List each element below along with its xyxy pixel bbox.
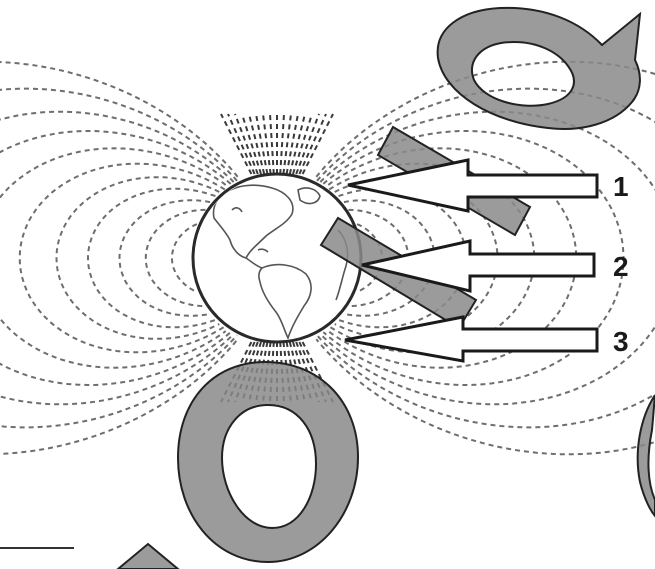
field-line [316, 339, 655, 454]
watermark-ring-top-right [438, 8, 640, 129]
watermark-wedge-bottom [118, 544, 178, 569]
field-line [270, 114, 274, 174]
watermark-partial-ring-right [638, 395, 655, 516]
label-1: 1 [613, 171, 629, 202]
watermark-ring-bottom [178, 362, 358, 562]
field-line [0, 148, 226, 236]
earth-globe-icon [193, 174, 361, 342]
field-line [0, 280, 226, 368]
field-line [263, 114, 271, 174]
field-line [0, 62, 238, 177]
arrows-group [345, 160, 597, 361]
label-2: 2 [613, 251, 629, 282]
label-3: 3 [613, 326, 629, 357]
field-line [283, 114, 291, 174]
field-line [280, 114, 284, 174]
field-line [0, 112, 234, 182]
arrow-3-icon [345, 317, 597, 361]
